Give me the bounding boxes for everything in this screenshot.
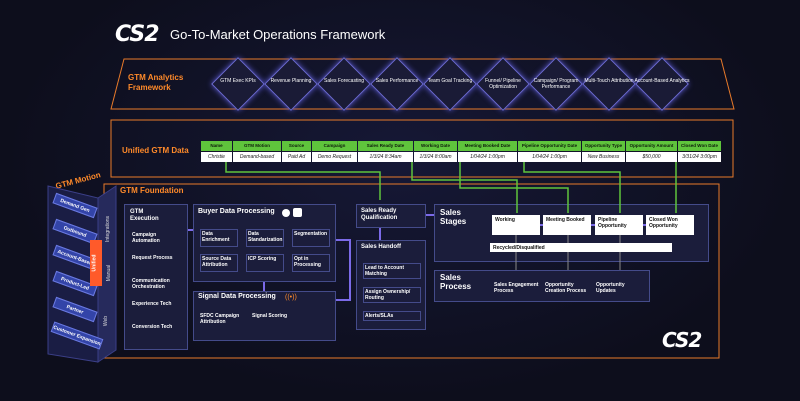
process-item: Sales Engagement Process (494, 282, 539, 294)
execution-item: Conversion Tech (132, 324, 173, 330)
table-header-cell: Opportunity Amount (626, 141, 677, 151)
motion-side-integrations: Integrations (105, 215, 112, 243)
signal-icon: ((•)) (285, 294, 297, 301)
analytics-item-label: Account-Based Analytics (634, 78, 690, 84)
motion-side-manual: Manual (106, 264, 113, 282)
foundation-label: GTM Foundation (120, 186, 184, 195)
table-header-cell: Working Date (414, 141, 457, 151)
table-header-cell: Name (201, 141, 232, 151)
table-cell: 1/04/24 1:00pm (518, 152, 581, 162)
analytics-band-frame (110, 58, 735, 110)
table-header-cell: Pipeline Opportunity Date (518, 141, 581, 151)
execution-item: Communication Orchestration (132, 278, 170, 290)
gtm-execution-title: GTM Execution (130, 209, 159, 222)
qualification-panel (356, 204, 426, 228)
table-header-cell: Campaign (312, 141, 357, 151)
signal-data-panel (193, 291, 336, 341)
table-cell: Paid Ad (282, 152, 311, 162)
unified-label: Unified GTM Data (122, 146, 189, 155)
table-cell: 1/3/24 8:34am (358, 152, 413, 162)
execution-item: Request Process (132, 255, 173, 261)
analytics-item-label: Funnel/ Pipeline Optimization (485, 78, 521, 90)
handoff-item: Assign Ownership/ Routing (363, 287, 421, 303)
execution-item: Campaign Automation (132, 232, 160, 244)
stage-item: Closed Won Opportunity (646, 215, 694, 235)
unified-tag-bar (90, 240, 102, 286)
buyer-item: ICP Scoring (246, 254, 284, 272)
table-cell: Demo Request (312, 152, 357, 162)
table-header-cell: Source (282, 141, 311, 151)
analytics-item-label: Sales Performance (375, 78, 419, 84)
analytics-item-label: GTM Exec KPIs (220, 78, 256, 84)
buyer-item: Segmentation (292, 229, 330, 247)
signal-item: SFDC Campaign Attribution (200, 313, 240, 325)
analytics-item-label: Team Goal Tracking (427, 78, 473, 84)
buyer-item: Source Data Attribution (200, 254, 238, 272)
qualification-title: Sales Ready Qualification (361, 208, 398, 221)
sales-process-panel (434, 270, 650, 302)
table-cell: $50,000 (626, 152, 677, 162)
person-icon (282, 209, 290, 217)
buyer-item: Opt in Processing (292, 254, 330, 272)
stage-item: Working (492, 215, 540, 235)
handoff-panel (356, 240, 426, 330)
buyer-data-panel (193, 204, 336, 282)
buyer-data-title: Buyer Data Processing (198, 208, 275, 215)
handoff-title: Sales Handoff (361, 244, 402, 250)
execution-item: Experience Tech (132, 301, 172, 307)
stage-item: Meeting Booked (543, 215, 591, 235)
analytics-item-label: Multi-Touch Attribution (584, 78, 634, 84)
table-header-cell: Meeting Booked Date (458, 141, 517, 151)
table-header-cell: Opportunity Type (582, 141, 625, 151)
handoff-item: Lead to Account Matching (363, 263, 421, 279)
analytics-item-label: Campaign/ Program Performance (533, 78, 579, 90)
sales-process-title: Sales Process (440, 273, 472, 291)
table-cell: 1/3/24 8:00am (414, 152, 457, 162)
buyer-item: Data Enrichment (200, 229, 238, 247)
analytics-item-label: Revenue Planning (270, 78, 312, 84)
signal-data-title: Signal Data Processing (198, 293, 276, 300)
table-cell: New Business (582, 152, 625, 162)
stage-item: Pipeline Opportunity (595, 215, 643, 235)
recycled-box: Recycled/Disqualified (490, 243, 672, 252)
gtm-execution-panel (124, 204, 188, 350)
analytics-label: GTM Analytics Framework (128, 73, 184, 92)
unified-tag: Unified (91, 254, 98, 272)
table-cell: Christie (201, 152, 232, 162)
process-item: Opportunity Creation Process (545, 282, 587, 294)
page-title: Go-To-Market Operations Framework (170, 27, 386, 42)
handoff-item: Alerts/SLAs (363, 311, 421, 321)
sales-stages-title: Sales Stages (440, 208, 467, 226)
analytics-item-label: Sales Forecasting (323, 78, 365, 84)
motion-side-web: Web (103, 315, 110, 327)
table-header-cell: GTM Motion (233, 141, 281, 151)
buyer-item: Data Standarization (246, 229, 284, 247)
cs2-logo-bottom: CS2 (662, 328, 702, 352)
process-item: Opportunity Updates (596, 282, 625, 294)
cs2-logo: CS2 (115, 22, 160, 47)
table-cell: 1/04/24 1:00pm (458, 152, 517, 162)
database-icon (293, 208, 302, 217)
table-cell: 3/31/24 3:00pm (678, 152, 721, 162)
table-cell: Demand-based (233, 152, 281, 162)
table-header-cell: Sales Ready Date (358, 141, 413, 151)
signal-item: Signal Scoring (252, 313, 288, 319)
table-header-cell: Closed Won Date (678, 141, 721, 151)
